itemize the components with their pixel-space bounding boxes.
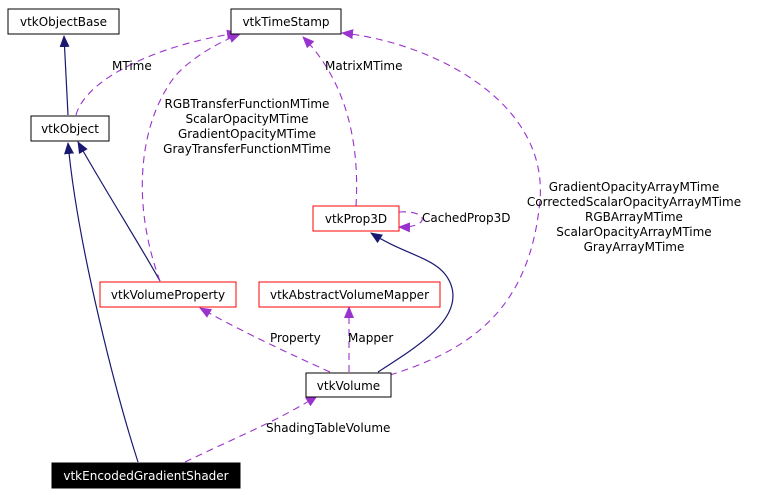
edge-vtkobject-to-vtkobjectbase (59, 35, 70, 116)
label-volume-mtime-1: GradientOpacityArrayMTime (549, 180, 719, 194)
node-vtkobjectbase[interactable]: vtkObjectBase (7, 8, 120, 35)
label-property-mtime-3: GradientOpacityMTime (178, 127, 316, 141)
label-property-mtime-2: ScalarOpacityMTime (185, 112, 308, 126)
node-vtkobject[interactable]: vtkObject (30, 115, 110, 142)
edge-prop3d-cachedprop3d (398, 211, 423, 233)
label-property: Property (270, 331, 321, 345)
label-property-mtime-1: RGBTransferFunctionMTime (165, 97, 330, 111)
edge-vtkvolume-property (199, 307, 331, 373)
edge-vtkvolume-to-timestamp (341, 29, 541, 376)
label-cachedprop3d: CachedProp3D (422, 211, 510, 225)
label-volume-mtime-3: RGBArrayMTime (585, 210, 683, 224)
edge-shader-to-vtkobject (64, 142, 139, 463)
edge-vtkobject-mtime (75, 29, 239, 116)
label-mtime: MTime (112, 59, 152, 73)
edge-volumeproperty-mtimes (141, 33, 241, 282)
usage-edges (75, 29, 541, 463)
label-volume-mtime-5: GrayArrayMTime (584, 240, 685, 254)
edge-shader-shadingtablevolume (184, 395, 318, 463)
label-shadingtablevolume: ShadingTableVolume (266, 421, 390, 435)
node-vtktimestamp[interactable]: vtkTimeStamp (230, 8, 342, 35)
node-vtkvolumeproperty[interactable]: vtkVolumeProperty (99, 281, 237, 308)
node-vtkabstractvolumemapper-label: vtkAbstractVolumeMapper (270, 288, 429, 302)
node-vtkencodedgradientshader-label: vtkEncodedGradientShader (63, 469, 228, 483)
node-vtkobject-label: vtkObject (41, 122, 99, 136)
node-vtkprop3d-label: vtkProp3D (325, 212, 387, 226)
node-vtkvolume-label: vtkVolume (317, 379, 380, 393)
label-volume-mtime-4: ScalarOpacityArrayMTime (556, 225, 711, 239)
label-matrixmtime: MatrixMTime (325, 59, 403, 73)
edge-prop3d-matrixmtime (302, 36, 358, 207)
node-vtkabstractvolumemapper[interactable]: vtkAbstractVolumeMapper (258, 281, 441, 308)
edge-labels: MTime MatrixMTime RGBTransferFunctionMTi… (112, 59, 741, 435)
label-property-mtime-4: GrayTransferFunctionMTime (163, 142, 331, 156)
node-vtkobjectbase-label: vtkObjectBase (20, 15, 107, 29)
label-mapper: Mapper (348, 331, 393, 345)
edge-volumeproperty-to-vtkobject (77, 141, 161, 282)
node-vtkvolumeproperty-label: vtkVolumeProperty (111, 288, 225, 302)
label-volume-mtime-2: CorrectedScalarOpacityArrayMTime (527, 195, 741, 209)
inheritance-edges (59, 35, 454, 463)
edge-vtkvolume-to-vtkprop3d (370, 232, 454, 373)
node-vtkencodedgradientshader[interactable]: vtkEncodedGradientShader (51, 462, 241, 489)
node-vtkprop3d[interactable]: vtkProp3D (312, 205, 400, 232)
node-vtktimestamp-label: vtkTimeStamp (242, 15, 329, 29)
node-vtkvolume[interactable]: vtkVolume (305, 372, 392, 398)
